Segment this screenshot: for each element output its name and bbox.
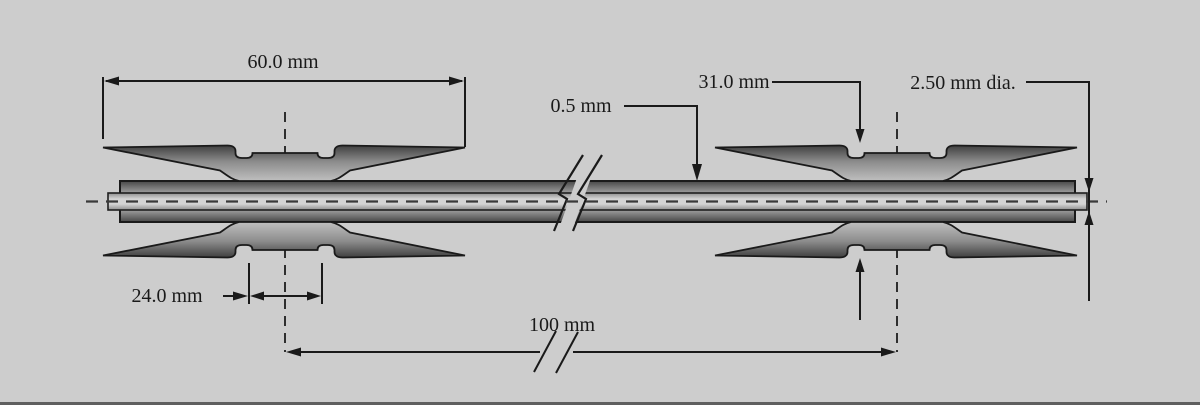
blade-width-label: 60.0 mm bbox=[247, 51, 319, 73]
arrowhead-right bbox=[881, 347, 896, 357]
arrowhead-right bbox=[307, 291, 321, 301]
arrowhead-left bbox=[286, 347, 301, 357]
arrowhead-left bbox=[250, 291, 264, 301]
wire-break-line-right bbox=[571, 154, 603, 232]
leader-line bbox=[772, 81, 861, 130]
leader-line bbox=[1026, 81, 1090, 301]
wire-break-line-left bbox=[552, 154, 584, 232]
tape-thickness-label: 0.5 mm bbox=[550, 95, 612, 117]
clamp-width-label: 24.0 mm bbox=[131, 285, 203, 307]
barb-span-label: 31.0 mm bbox=[698, 71, 770, 93]
barb-spacing-label: 100 mm bbox=[529, 314, 596, 336]
dim-barb-span bbox=[772, 81, 861, 320]
dim-tape-thickness bbox=[624, 105, 698, 168]
arrowhead-left bbox=[104, 76, 119, 86]
dim-barb-spacing bbox=[300, 330, 883, 374]
arrowhead-down bbox=[1084, 178, 1094, 192]
leader-line bbox=[624, 105, 698, 168]
arrowhead-right bbox=[233, 291, 248, 301]
arrowhead-down bbox=[855, 129, 865, 143]
arrowhead-right bbox=[449, 76, 464, 86]
dim-blade-width bbox=[102, 77, 466, 147]
break-slash bbox=[555, 331, 579, 374]
arrowhead-up bbox=[855, 258, 865, 272]
wire-diameter-label: 2.50 mm dia. bbox=[910, 72, 1016, 94]
arrowhead-down bbox=[692, 164, 702, 181]
bottom-edge-strip bbox=[0, 402, 1200, 405]
arrowhead-up bbox=[1084, 211, 1094, 225]
break-slash bbox=[533, 330, 557, 373]
dim-wire-diameter bbox=[1026, 81, 1090, 301]
